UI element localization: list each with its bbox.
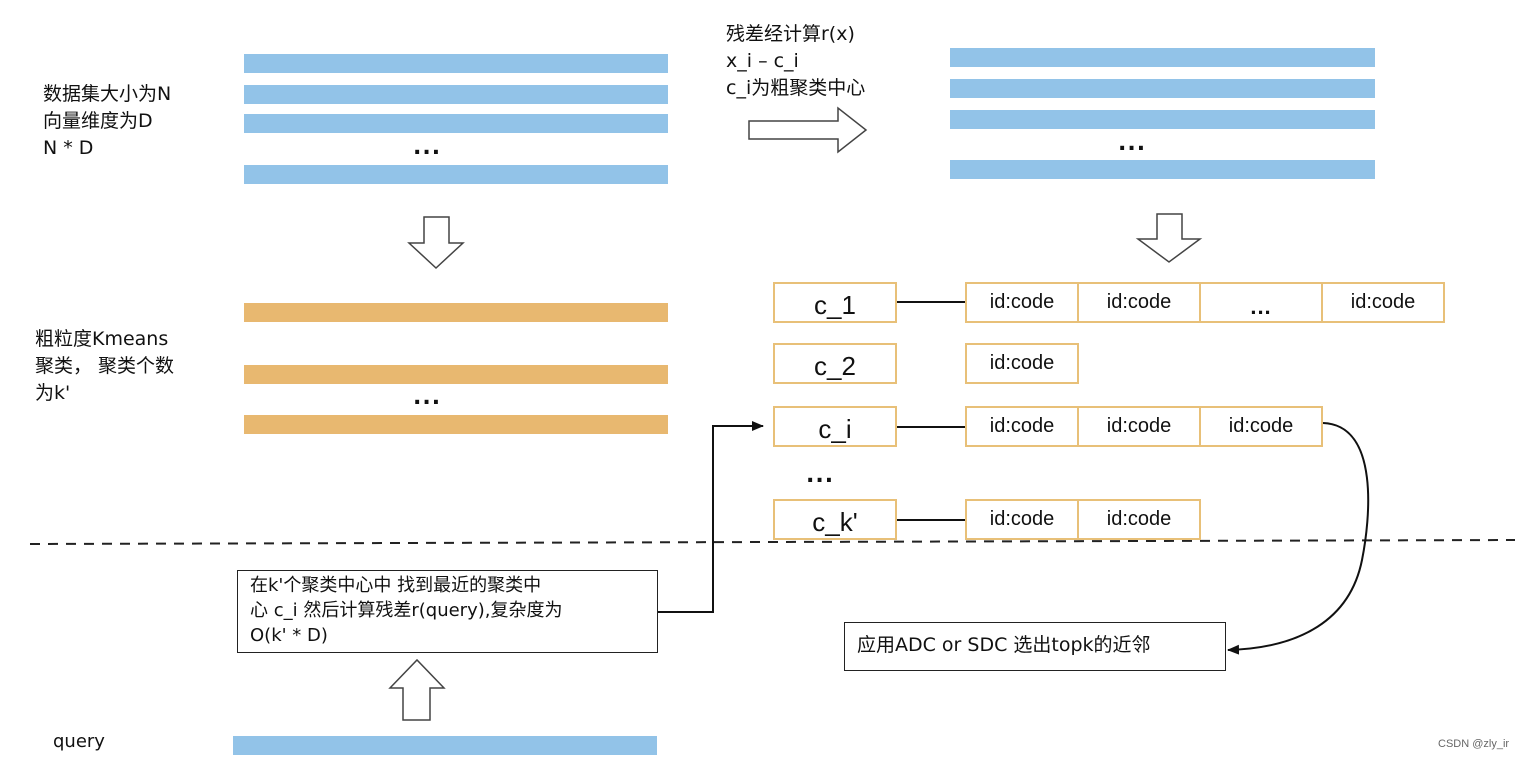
residual-bar [950, 110, 1375, 129]
code-cell: id:code [965, 499, 1079, 540]
curved-arrow [1227, 422, 1370, 655]
right-hollow-arrow [748, 106, 868, 154]
query-vector-bar [233, 736, 657, 755]
code-cell: id:code [1321, 282, 1445, 323]
kmeans-label: 粗粒度Kmeans 聚类， 聚类个数 为k' [35, 328, 175, 404]
centroid-bar [244, 303, 668, 322]
elbow-arrow [658, 421, 764, 613]
watermark: CSDN @zly_ir [1438, 738, 1510, 750]
centroid-ellipsis: ... [413, 385, 442, 410]
dataset-size-label: 数据集大小为N 向量维度为D N * D [43, 83, 172, 159]
residual-bar [950, 160, 1375, 179]
code-cell: id:code [1077, 406, 1201, 447]
vector-bar [244, 165, 668, 184]
query-label: query [53, 731, 105, 752]
result-step-box: 应用ADC or SDC 选出topk的近邻 [844, 622, 1226, 671]
residual-compute-label: 残差经计算r(x) x_i – c_i c_i为粗聚类中心 [726, 23, 866, 99]
code-ellipsis: ... [1250, 294, 1272, 319]
center-cell-ci: c_i [773, 406, 897, 447]
code-ellipsis-cell: ... [1199, 282, 1323, 323]
code-cell: id:code [965, 406, 1079, 447]
vector-ellipsis: ... [413, 135, 442, 160]
up-hollow-arrow [388, 658, 446, 721]
dashed-separator [29, 539, 1516, 545]
code-cell: id:code [1077, 282, 1201, 323]
center-cell-c2: c_2 [773, 343, 897, 384]
code-cell: id:code [965, 343, 1079, 384]
vector-bar [244, 85, 668, 104]
centroid-bar [244, 365, 668, 384]
vector-bar [244, 54, 668, 73]
residual-bar [950, 79, 1375, 98]
center-ellipsis: ... [806, 463, 835, 488]
search-step-box: 在k'个聚类中心中 找到最近的聚类中 心 c_i 然后计算残差r(query),… [237, 570, 658, 653]
residual-ellipsis: ... [1118, 131, 1147, 156]
down-hollow-arrow-right [1135, 213, 1203, 263]
code-cell: id:code [965, 282, 1079, 323]
centroid-bar [244, 415, 668, 434]
down-hollow-arrow-left [407, 216, 465, 270]
center-cell-c1: c_1 [773, 282, 897, 323]
center-cell-ck: c_k' [773, 499, 897, 540]
residual-bar [950, 48, 1375, 67]
vector-bar [244, 114, 668, 133]
code-cell: id:code [1077, 499, 1201, 540]
code-cell: id:code [1199, 406, 1323, 447]
